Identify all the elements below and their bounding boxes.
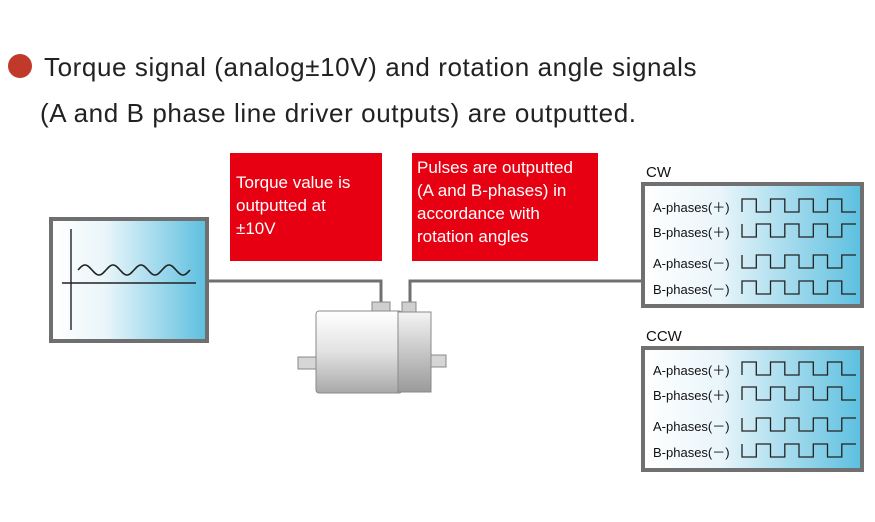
ccw-pulse-wave: [741, 443, 856, 458]
cw-signal-label: B-phases(＋): [653, 225, 730, 240]
ccw-signal-label: A-phases(－): [653, 419, 730, 434]
ccw-pulse-wave: [741, 361, 856, 376]
headline-line-1: Torque signal (analog±10V) and rotation …: [44, 52, 698, 82]
torque-callout-line: ±10V: [236, 219, 276, 238]
cw-pulse-wave: [741, 223, 856, 238]
pulses-callout-line: rotation angles: [417, 227, 529, 246]
pulse-cable: [408, 279, 641, 303]
ccw-signal-label: B-phases(＋): [653, 388, 730, 403]
cw-pulse-wave: [741, 280, 856, 295]
torque-callout-line: Torque value is: [236, 173, 351, 192]
ccw-pulse-wave: [741, 386, 856, 401]
oscilloscope-monitor: [49, 217, 209, 343]
cw-pulse-wave: [741, 198, 856, 213]
torque-sensor: [297, 301, 447, 394]
pulses-callout: Pulses are outputted (A and B-phases) in…: [412, 153, 598, 261]
cw-signal-label: A-phases(－): [653, 256, 730, 271]
headline: Torque signal (analog±10V) and rotation …: [8, 44, 697, 136]
torque-sine-wave: [77, 264, 191, 276]
pulses-callout-line: accordance with: [417, 204, 540, 223]
cw-label: CW: [646, 164, 672, 181]
pulses-callout-line: (A and B-phases) in: [417, 181, 567, 200]
ccw-label: CCW: [646, 328, 683, 345]
torque-callout-line: outputted at: [236, 196, 326, 215]
bullet-icon: [8, 54, 32, 79]
cw-signal-label: A-phases(＋): [653, 200, 730, 215]
cw-signal-label: B-phases(－): [653, 282, 730, 297]
ccw-pulse-wave: [741, 417, 856, 432]
headline-line-2: (A and B phase line driver outputs) are …: [40, 98, 637, 128]
ccw-signal-label: A-phases(＋): [653, 363, 730, 378]
torque-cable: [209, 279, 383, 303]
pulses-callout-line: Pulses are outputted: [417, 158, 573, 177]
cw-pulse-wave: [741, 254, 856, 269]
torque-callout: Torque value is outputted at ±10V: [230, 153, 382, 261]
cw-waveform-panel: A-phases(＋) B-phases(＋) A-phases(－) B-ph…: [641, 182, 864, 308]
ccw-waveform-panel: A-phases(＋) B-phases(＋) A-phases(－) B-ph…: [641, 346, 864, 472]
ccw-signal-label: B-phases(－): [653, 445, 730, 460]
